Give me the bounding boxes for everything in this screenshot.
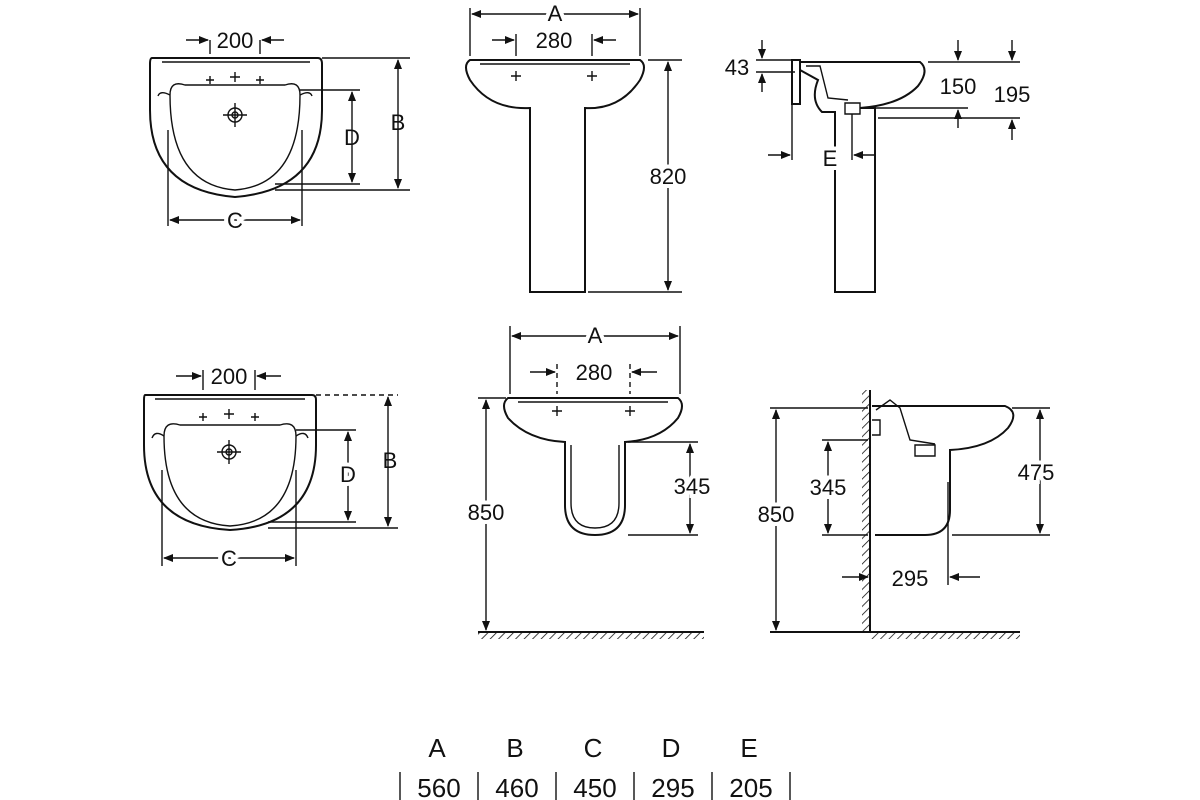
- tap-hole-left: [199, 413, 207, 421]
- top-view-pedestal: 200 B D C: [149, 28, 410, 237]
- dim-200-label: 200: [217, 28, 254, 53]
- table-header-C: C: [584, 733, 603, 763]
- drain-hole: [217, 440, 241, 464]
- side-view-half-pedestal: 850 345 475 295: [754, 390, 1058, 639]
- dim-C-label: C: [221, 546, 237, 571]
- dim-850-label: 850: [468, 500, 505, 525]
- dim-475-label: 475: [1018, 460, 1055, 485]
- tap-hole-right: [587, 71, 597, 81]
- front-view-half-pedestal: A 280 850 345: [464, 319, 714, 639]
- table-header-D: D: [662, 733, 681, 763]
- dim-C-label: C: [227, 208, 243, 233]
- wall-hatch: [862, 390, 870, 632]
- dim-820-label: 820: [650, 164, 687, 189]
- table-value-B: 460: [495, 773, 538, 800]
- floor-hatch: [870, 632, 1020, 639]
- tap-hole-right: [251, 413, 259, 421]
- table-dividers: [399, 772, 791, 800]
- table-header-E: E: [740, 733, 757, 763]
- dim-345-label: 345: [810, 475, 847, 500]
- dim-B-label: B: [391, 110, 406, 135]
- tap-hole-right: [625, 406, 635, 416]
- dim-150-label: 150: [940, 74, 977, 99]
- dim-D-label: D: [344, 125, 360, 150]
- dim-43-label: 43: [725, 55, 749, 80]
- dim-295-label: 295: [892, 566, 929, 591]
- tap-hole-center: [230, 72, 240, 82]
- tap-hole-right: [256, 76, 264, 84]
- dim-D-label: D: [340, 462, 356, 487]
- dimension-table: A B C D E 560 460 450 295 205: [399, 733, 791, 800]
- dim-B-label: B: [383, 448, 398, 473]
- table-value-E: 205: [729, 773, 772, 800]
- dim-195-label: 195: [994, 82, 1031, 107]
- dim-280-label: 280: [536, 28, 573, 53]
- dim-345-label: 345: [674, 474, 711, 499]
- tap-hole-left: [206, 76, 214, 84]
- table-header-B: B: [506, 733, 523, 763]
- table-header-A: A: [428, 733, 446, 763]
- dim-A-label: A: [548, 1, 563, 26]
- tap-hole-center: [224, 409, 234, 419]
- dim-200-label: 200: [211, 364, 248, 389]
- table-value-A: 560: [417, 773, 460, 800]
- table-value-C: 450: [573, 773, 616, 800]
- dim-A-label: A: [588, 323, 603, 348]
- floor-hatch: [478, 632, 704, 639]
- side-view-pedestal: 43 150 195 E: [725, 40, 1031, 293]
- drain-hole: [223, 103, 247, 127]
- dim-850-label: 850: [758, 502, 795, 527]
- tap-hole-left: [511, 71, 521, 81]
- front-view-pedestal: A 280 820: [465, 0, 690, 293]
- tap-hole-left: [552, 406, 562, 416]
- top-view-wall-hung: 200 B D C: [143, 364, 398, 575]
- table-value-D: 295: [651, 773, 694, 800]
- dim-E-label: E: [823, 146, 838, 171]
- dim-280-label: 280: [576, 360, 613, 385]
